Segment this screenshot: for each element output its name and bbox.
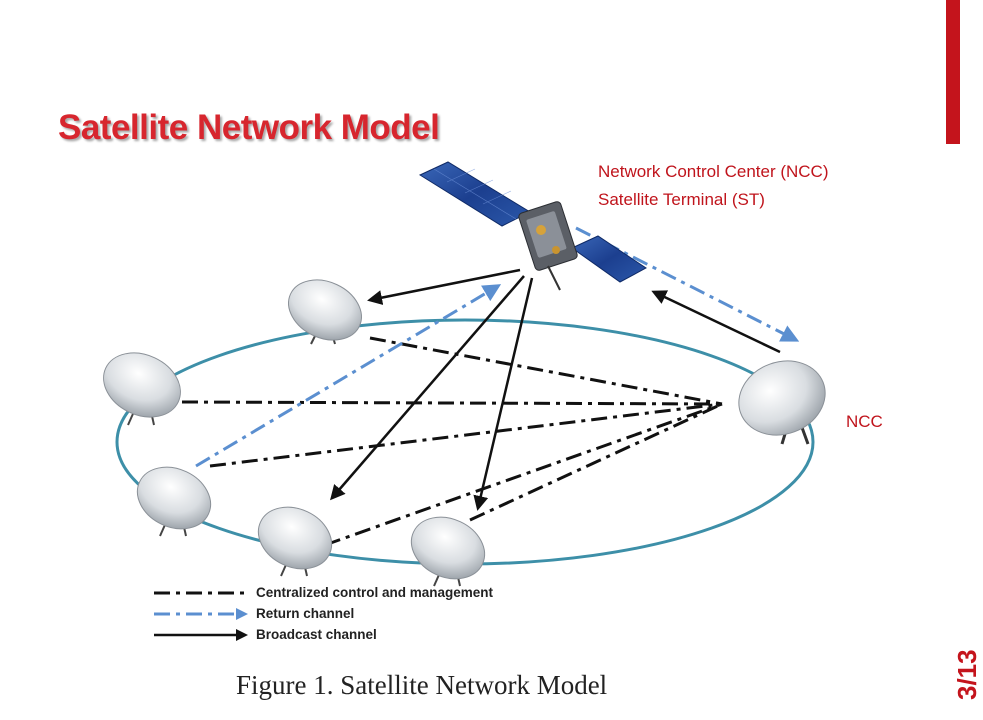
dish-terminal <box>257 506 333 577</box>
legend: Centralized control and management Retur… <box>150 582 493 645</box>
legend-item-broadcast: Broadcast channel <box>150 624 493 645</box>
satellite <box>418 161 647 291</box>
accent-bar <box>946 0 960 144</box>
dish-terminal <box>103 352 181 426</box>
control-lines <box>181 336 723 547</box>
legend-item-return: Return channel <box>150 603 493 624</box>
dish-terminal <box>136 466 212 537</box>
legend-item-control: Centralized control and management <box>150 582 493 603</box>
satellite-terminals <box>103 279 486 587</box>
legend-dash-dot-icon <box>154 591 246 594</box>
legend-label: Centralized control and management <box>256 585 494 600</box>
ncc-dish <box>738 360 826 445</box>
broadcast-channels <box>330 268 781 511</box>
note-ncc: Network Control Center (NCC) <box>598 162 829 181</box>
figure-caption: Figure 1. Satellite Network Model <box>236 670 608 700</box>
page-number: 3/13 <box>952 649 982 700</box>
note-st: Satellite Terminal (ST) <box>598 190 765 209</box>
legend-label: Return channel <box>256 606 355 621</box>
dish-terminal <box>410 516 486 587</box>
ncc-label: NCC <box>846 412 883 431</box>
satellite-network-diagram <box>103 161 826 587</box>
dish-terminal <box>288 279 362 345</box>
notes: Network Control Center (NCC) Satellite T… <box>598 158 829 214</box>
legend-label: Broadcast channel <box>256 627 377 642</box>
legend-blue-arrow-icon <box>154 607 248 620</box>
legend-black-arrow-icon <box>154 628 248 641</box>
slide-title: Satellite Network Model <box>58 108 440 147</box>
